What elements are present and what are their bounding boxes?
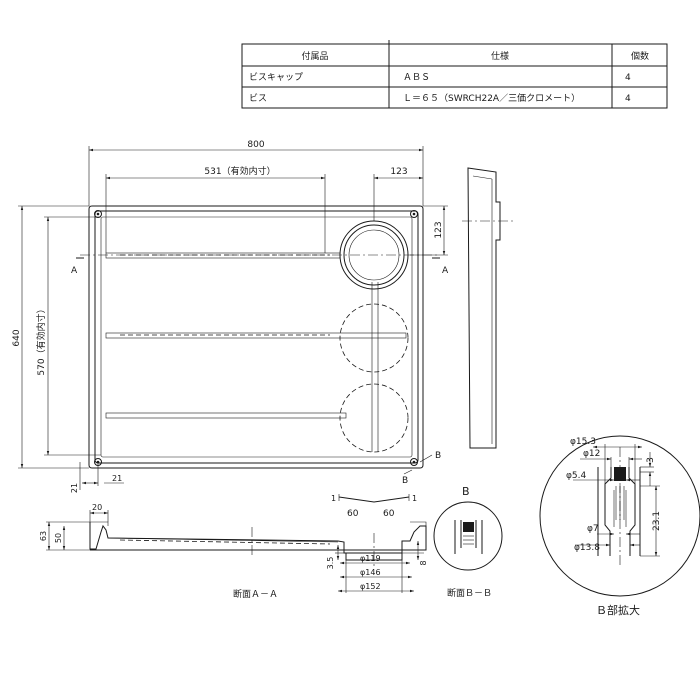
dim-phi-5-4: φ5.4	[566, 471, 587, 481]
dim-3: 3	[646, 457, 656, 463]
dim-8: 8	[419, 560, 428, 565]
dim-height: 640	[12, 329, 22, 346]
plan-view: A A B B 800 531（有効内寸） 123 123 640	[12, 140, 449, 493]
section-bb-circle-label: B	[462, 485, 470, 498]
dim-inner-width: 531（有効内寸）	[204, 165, 275, 177]
section-aa-title: 断面Ａ－Ａ	[233, 588, 278, 600]
alt-drain-position	[339, 303, 409, 373]
parts-table-cell-qty: 4	[625, 94, 631, 104]
section-bb-title: 断面Ｂ－Ｂ	[447, 587, 492, 599]
dim-rim: 20	[92, 503, 102, 512]
detail-b: φ15.3 φ12 φ5.4 φ7 φ13.8 3 23.1 Ｂ部拡大	[539, 435, 700, 617]
detail-b-title: Ｂ部拡大	[596, 603, 640, 617]
parts-table-cell-item: ビスキャップ	[249, 72, 303, 83]
dim-section-height: 50	[54, 533, 63, 543]
slope-ratio-right: 1	[412, 494, 417, 503]
alt-drain-position	[339, 383, 409, 453]
section-mark-a-left: A	[71, 266, 78, 276]
section-mark-b: B	[402, 476, 408, 486]
dim-3-5: 3.5	[326, 557, 335, 570]
side-view	[462, 167, 515, 449]
dim-phi-146: φ146	[360, 568, 381, 577]
corner-screw-hole	[410, 210, 418, 218]
parts-table-cell-item: ビス	[249, 93, 267, 104]
parts-table: 付属品 仕様 個数 ビスキャップ ＡＢＳ 4 ビス Ｌ＝６５（SWRCH22A／…	[241, 40, 668, 109]
dim-phi-15-3: φ15.3	[570, 437, 596, 447]
dim-23-1: 23.1	[652, 511, 662, 531]
dim-drain-offset: 123	[390, 167, 407, 177]
slope-ratio-left: 1	[331, 494, 336, 503]
dim-phi-119: φ119	[360, 554, 381, 563]
parts-table-header-spec: 仕様	[491, 50, 509, 62]
slope-indicator: 1 1 60 60	[331, 494, 417, 519]
dim-phi-12: φ12	[583, 449, 600, 459]
dim-drain-offset-vertical: 123	[434, 221, 444, 238]
dim-phi-13-8: φ13.8	[574, 543, 600, 553]
parts-table-cell-qty: 4	[625, 73, 631, 83]
dim-phi-152: φ152	[360, 582, 381, 591]
dim-width: 800	[247, 140, 264, 150]
dim-total-height: 63	[39, 531, 48, 541]
section-aa: 20 63 50 φ119 φ146 φ152 3.5 8 断面Ａ－Ａ	[39, 503, 428, 600]
detail-b-screw-boss	[597, 467, 641, 556]
parts-table-cell-spec: Ｌ＝６５（SWRCH22A／三価クロメート）	[403, 92, 580, 104]
dim-phi-7: φ7	[587, 524, 599, 534]
section-mark-a-right: A	[442, 266, 449, 276]
dim-corner-y: 21	[70, 483, 79, 493]
dim-inner-height: 570（有効内寸）	[35, 304, 47, 375]
corner-screw-hole	[94, 210, 102, 218]
slope-run-right: 60	[383, 509, 395, 519]
parts-table-cell-spec: ＡＢＳ	[403, 73, 430, 83]
dim-corner-x: 21	[112, 474, 122, 483]
slope-run-left: 60	[347, 509, 359, 519]
section-mark-b: B	[435, 451, 441, 461]
section-bb: B 断面Ｂ－Ｂ	[433, 485, 503, 599]
corner-screw-hole	[410, 458, 418, 466]
parts-table-header-item: 付属品	[301, 51, 328, 62]
parts-table-header-qty: 個数	[631, 50, 649, 62]
section-bb-detail	[454, 520, 483, 554]
